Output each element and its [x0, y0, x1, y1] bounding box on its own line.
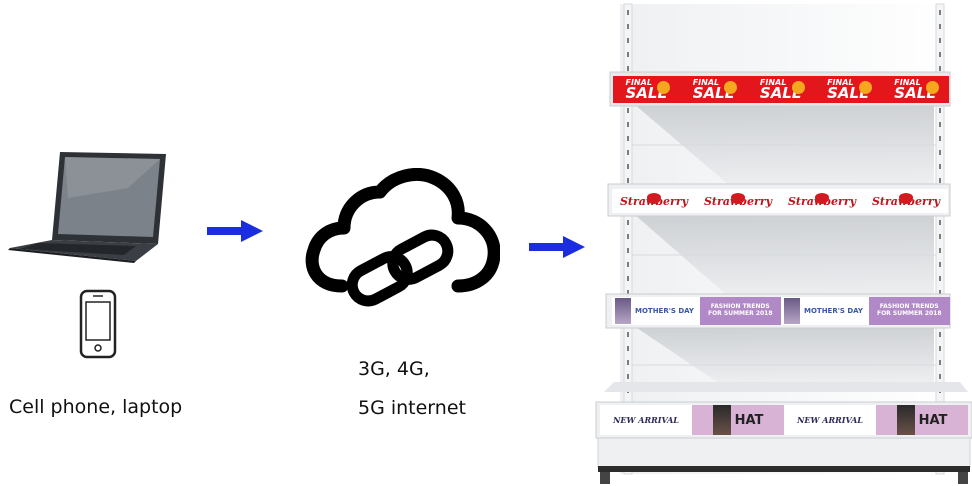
network-line-1: 3G, 4G,: [358, 358, 430, 380]
strawberry-icon: [815, 192, 829, 204]
hat-ad: HAT: [692, 405, 784, 435]
hat-ad: HAT: [876, 405, 968, 435]
strawberry-icon: [899, 192, 913, 204]
strawberry-icon: [647, 192, 661, 204]
cloud-link-icon: [305, 168, 500, 307]
network-line-2: 5G internet: [358, 397, 466, 419]
model-photo: [784, 298, 800, 324]
phone-icon: [79, 289, 117, 359]
sale-badge-icon: [657, 80, 671, 94]
strawberry-label: Strawberry: [696, 192, 780, 208]
strawberry-label: Strawberry: [864, 192, 948, 208]
sale-badge-icon: [858, 80, 872, 94]
new-arrival-ad: NEW ARRIVAL: [613, 415, 679, 425]
new-arrival-ad: NEW ARRIVAL: [797, 415, 863, 425]
model-photo: [712, 405, 731, 435]
mothers-day-ad: MOTHER'S DAY: [781, 297, 869, 325]
strawberry-label: Strawberry: [780, 192, 864, 208]
model-photo: [896, 405, 915, 435]
shelf-strip-strawberry: Strawberry Strawberry Strawberry Strawbe…: [612, 189, 948, 213]
laptop-icon: [8, 152, 166, 263]
strawberry-icon: [731, 192, 745, 204]
arrow-right-icon: [529, 236, 585, 258]
model-photo: [615, 298, 631, 324]
strawberry-label: Strawberry: [612, 192, 696, 208]
sale-badge-icon: [791, 80, 805, 94]
sale-badge-icon: [724, 80, 738, 94]
arrow-right-icon: [207, 220, 263, 242]
mothers-day-ad: MOTHER'S DAY: [612, 297, 700, 325]
devices-caption: Cell phone, laptop: [9, 396, 183, 418]
shelf-strip-new-arrival: NEW ARRIVAL HAT NEW ARRIVAL HAT: [600, 405, 968, 435]
sale-badge-icon: [926, 80, 940, 94]
